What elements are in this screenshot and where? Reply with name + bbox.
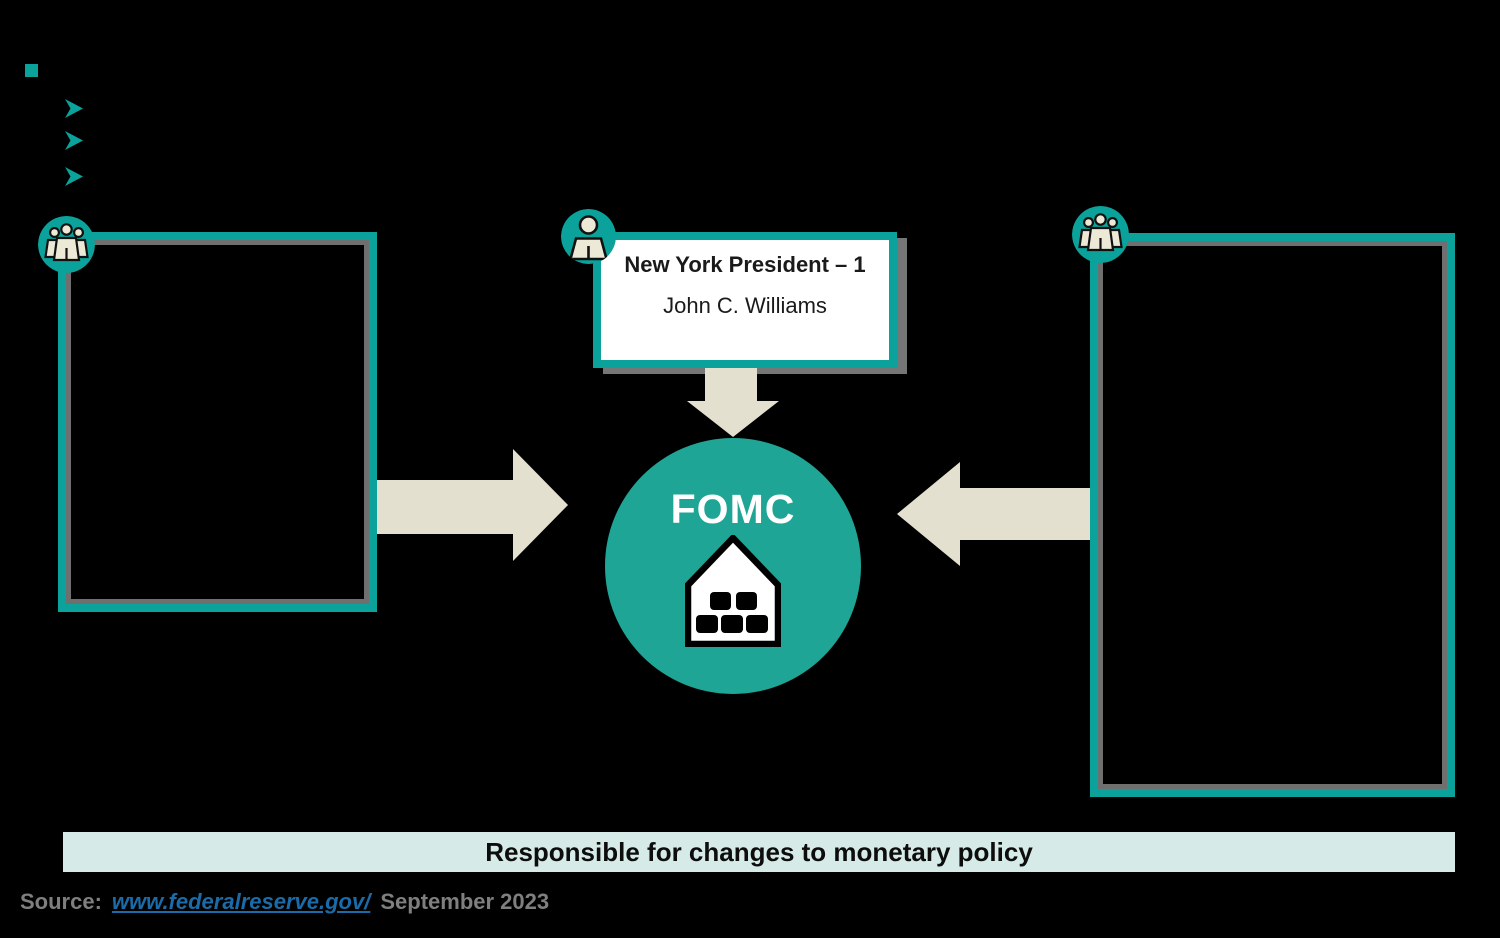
- people-group-icon: [1072, 206, 1129, 263]
- fomc-label: FOMC: [670, 486, 796, 532]
- people-group-icon: [38, 216, 95, 273]
- arrow-bullet-icon: [65, 131, 83, 150]
- banner-text: Responsible for changes to monetary poli…: [485, 836, 1033, 867]
- right-arrow: [377, 449, 568, 561]
- arrow-bullet-icon: [65, 167, 83, 186]
- banner: Responsible for changes to monetary poli…: [63, 832, 1455, 872]
- bank-building-icon: [685, 535, 781, 647]
- person-icon: [561, 209, 616, 264]
- president-card-name: John C. Williams: [663, 293, 827, 318]
- president-card: New York President – 1 John C. Williams: [593, 232, 897, 368]
- left-arrow: [897, 462, 1090, 566]
- right-panel: [1090, 233, 1455, 797]
- arrow-bullet-icon: [65, 99, 83, 118]
- source-date: September 2023: [380, 889, 550, 914]
- source-link[interactable]: www.federalreserve.gov/: [111, 889, 371, 914]
- left-panel: [58, 232, 377, 612]
- president-card-title: New York President – 1: [624, 252, 866, 277]
- source-label: Source:: [20, 889, 102, 914]
- down-arrow: [687, 368, 779, 437]
- fomc-circle: FOMC: [605, 438, 861, 694]
- square-bullet-icon: [25, 64, 38, 77]
- source-row: Source: www.federalreserve.gov/ Septembe…: [20, 889, 549, 915]
